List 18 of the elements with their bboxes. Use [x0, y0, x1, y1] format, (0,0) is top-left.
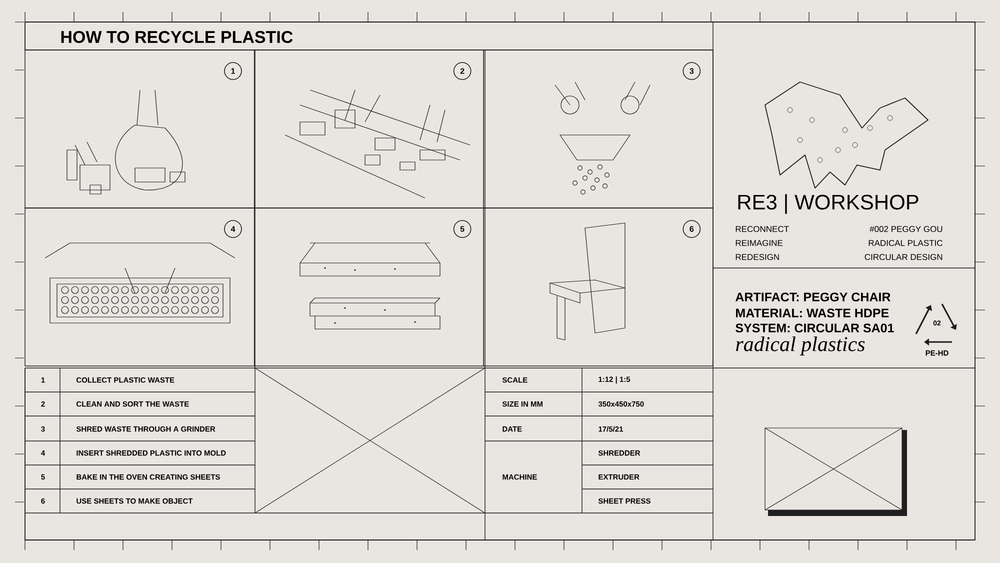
keyword: RADICAL PLASTIC: [868, 240, 942, 246]
keyword: CIRCULAR DESIGN: [864, 254, 942, 260]
step-panel: 1: [24, 50, 255, 208]
step-panel: 3: [483, 50, 714, 208]
spec-line: ARTIFACT: PEGGY CHAIR: [736, 292, 890, 302]
step-panel: 4: [24, 208, 255, 366]
keyword: REIMAGINE: [736, 240, 783, 246]
spec-line: MATERIAL: WASTE HDPE: [736, 308, 889, 318]
step-panel: 5: [254, 208, 484, 366]
title: HOW TO RECYCLE PLASTIC: [61, 30, 293, 44]
keyword: REDESIGN: [736, 254, 779, 260]
keyword: RECONNECT: [736, 226, 789, 232]
script-text: radical plastics: [736, 336, 865, 356]
step-panel: 2: [254, 50, 484, 208]
spec-line: SYSTEM: CIRCULAR SA01: [736, 324, 894, 332]
step-panel: 6: [483, 208, 714, 366]
workshop-heading: RE3 | WORKSHOP: [738, 194, 918, 214]
keyword: #002 PEGGY GOU: [870, 226, 942, 232]
